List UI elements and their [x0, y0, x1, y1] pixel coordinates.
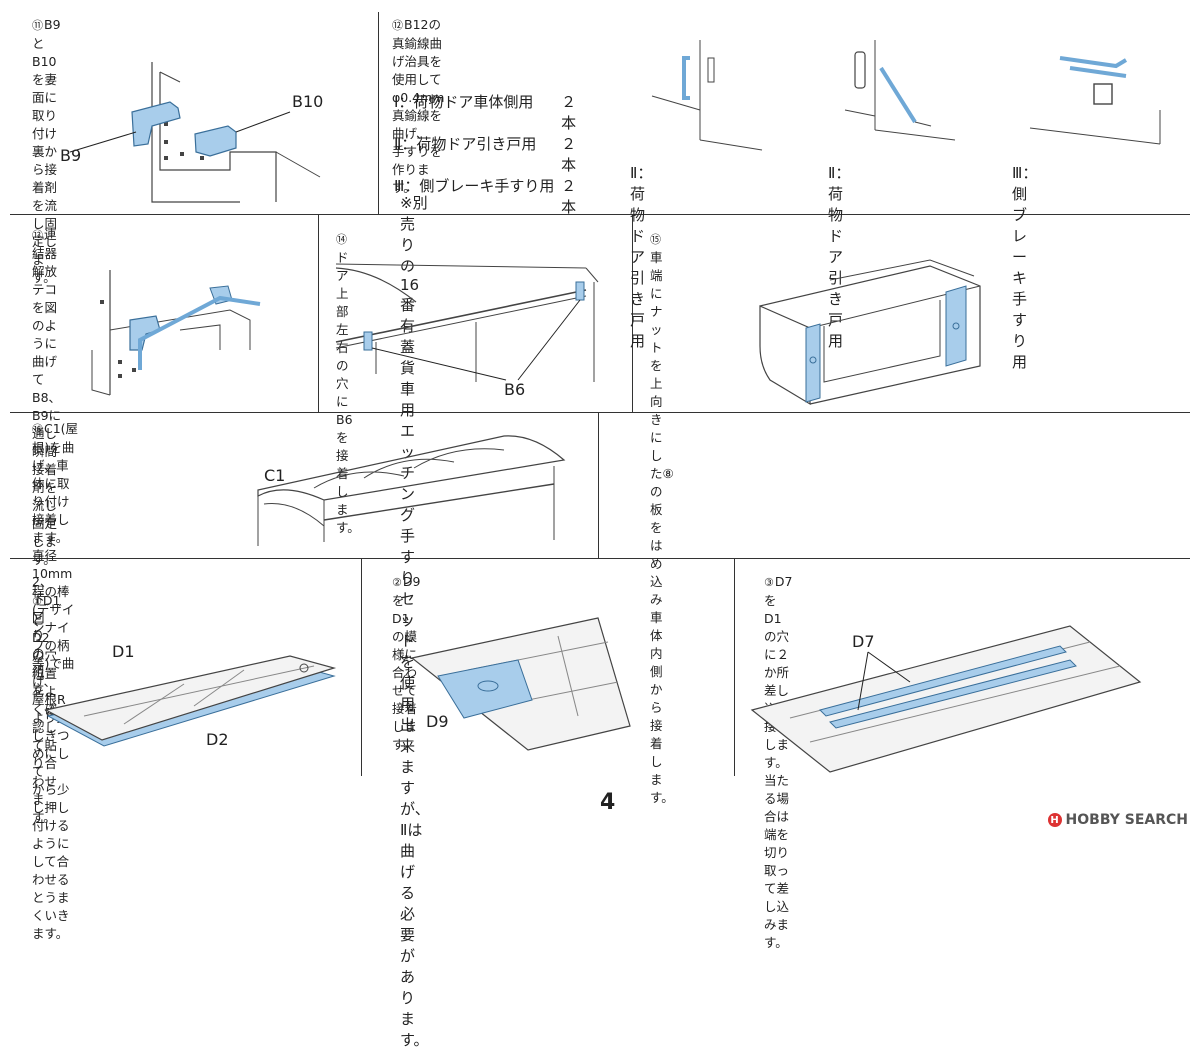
- step-12-drawing-2: [844, 40, 956, 141]
- part-1-qty: ２本: [561, 93, 577, 132]
- step-12-text: ⑫B12の真鍮線曲げ治具を使用して φ0.4mm真鍮線を曲げ、 手すりを作ります…: [392, 16, 444, 197]
- step-14-body: ドア上部左右の穴にB6を接着します。: [336, 250, 360, 535]
- divider-r3: [598, 412, 599, 558]
- label-b6: B6: [504, 380, 526, 399]
- part-2-name: Ⅱ：荷物ドア引き戸用: [394, 135, 537, 153]
- lower-step-2-text: ②D9をD1の模様に合わせて接着します。: [392, 573, 420, 754]
- step-13-body: 連結器解放テコを図のように曲げて B8、B9に通し瞬間接着剤を流し固定します。: [32, 227, 62, 567]
- step-12-caption-2: Ⅱ：荷物ドア引き戸用: [828, 164, 851, 350]
- lower-step-2-body: D9をD1の模様に合わせて接着します。: [392, 574, 421, 752]
- part-2-qty: ２本: [561, 135, 577, 174]
- label-d9: D9: [426, 712, 449, 731]
- step-12-caption-3: Ⅲ：側ブレーキ手すり用: [1012, 164, 1038, 371]
- step-15-body: 車端にナットを上向きにした⑧の板をはめ込み車体内側から接着します。: [650, 250, 674, 805]
- step-12-caption-1: Ⅱ：荷物ドア引き戸用: [630, 164, 653, 350]
- lower-heading: 2、下回りの組立: [32, 574, 53, 697]
- step-15-number: ⑮: [650, 233, 661, 246]
- step-11-drawing: [69, 62, 321, 203]
- step-15-drawing: [759, 259, 981, 406]
- label-d2: D2: [206, 730, 229, 749]
- divider-r4b: [734, 558, 735, 776]
- lower-step-3-drawing: [750, 625, 1142, 773]
- part-3-name: Ⅲ：側ブレーキ手すり用: [394, 177, 555, 195]
- watermark-logo-icon: H: [1047, 813, 1062, 827]
- lower-step-1-body: D1とD2の穴位置をよく確認して貼り合わせます。: [32, 593, 61, 825]
- part-row-1: Ⅰ：荷物ドア車体側用 ２本: [394, 92, 589, 134]
- step-14-drawing: [335, 263, 599, 382]
- step-11-text: ⑪B9とB10を妻面に取り付け 裏から接着剤を流し固定します。: [32, 16, 61, 287]
- label-b10: B10: [292, 92, 324, 111]
- label-c1: C1: [264, 466, 286, 485]
- step-12-drawing-1: [651, 40, 763, 151]
- step-14-number: ⑭: [336, 233, 347, 246]
- step-12-number: ⑫: [392, 19, 403, 32]
- lower-step-2-number: ②: [392, 576, 402, 589]
- step-12-body: B12の真鍮線曲げ治具を使用して φ0.4mm真鍮線を曲げ、 手すりを作ります。: [392, 17, 445, 195]
- divider-row1: [10, 214, 1190, 215]
- divider-row2: [10, 412, 1190, 413]
- step-16-number: ⑯: [32, 423, 43, 436]
- step-12-part-list: Ⅰ：荷物ドア車体側用 ２本 Ⅱ：荷物ドア引き戸用 ２本 Ⅲ：側ブレーキ手すり用 ２本: [394, 92, 589, 218]
- page-number: 4: [600, 790, 616, 815]
- label-d1: D1: [112, 642, 135, 661]
- part-row-3: Ⅲ：側ブレーキ手すり用 ２本: [394, 176, 589, 218]
- divider-r4a: [361, 558, 362, 776]
- step-13-number: ⑬: [32, 229, 43, 242]
- lower-step-2-drawing: [410, 617, 631, 751]
- divider-r2b: [632, 214, 633, 412]
- step-12-drawing-3: [1029, 56, 1161, 145]
- divider-row3: [10, 558, 1190, 559]
- lower-step-1-drawing: [44, 655, 337, 747]
- step-14-text: ⑭ ドア上部左右の穴にB6を接着します。: [336, 230, 360, 537]
- step-16-drawing: [257, 435, 566, 546]
- watermark-text: HOBBY SEARCH: [1065, 812, 1188, 828]
- watermark: H HOBBY SEARCH: [1047, 812, 1188, 828]
- part-3-qty: ２本: [561, 177, 577, 216]
- step-11-body: B9とB10を妻面に取り付け 裏から接着剤を流し固定します。: [32, 17, 61, 285]
- step-13-drawing: [91, 270, 261, 396]
- step-15-text: ⑮ 車端にナットを上向きにした⑧の板をはめ込み車体内側から接着します。: [650, 230, 674, 807]
- label-b9: B9: [60, 146, 82, 165]
- label-d7: D7: [852, 632, 875, 651]
- lower-step-3-number: ③: [764, 576, 774, 589]
- divider-r1: [378, 12, 379, 214]
- lower-step-1-text: ①D1とD2の穴位置をよく確認して貼り合わせます。: [32, 592, 60, 827]
- step-11-number: ⑪: [32, 19, 43, 32]
- part-1-name: Ⅰ：荷物ドア車体側用: [394, 93, 534, 111]
- divider-r2a: [318, 214, 319, 412]
- part-row-2: Ⅱ：荷物ドア引き戸用 ２本: [394, 134, 589, 176]
- step-13-text: ⑬連結器解放テコを図のように曲げて B8、B9に通し瞬間接着剤を流し固定します。: [32, 226, 61, 569]
- lower-step-1-number: ①: [32, 595, 42, 608]
